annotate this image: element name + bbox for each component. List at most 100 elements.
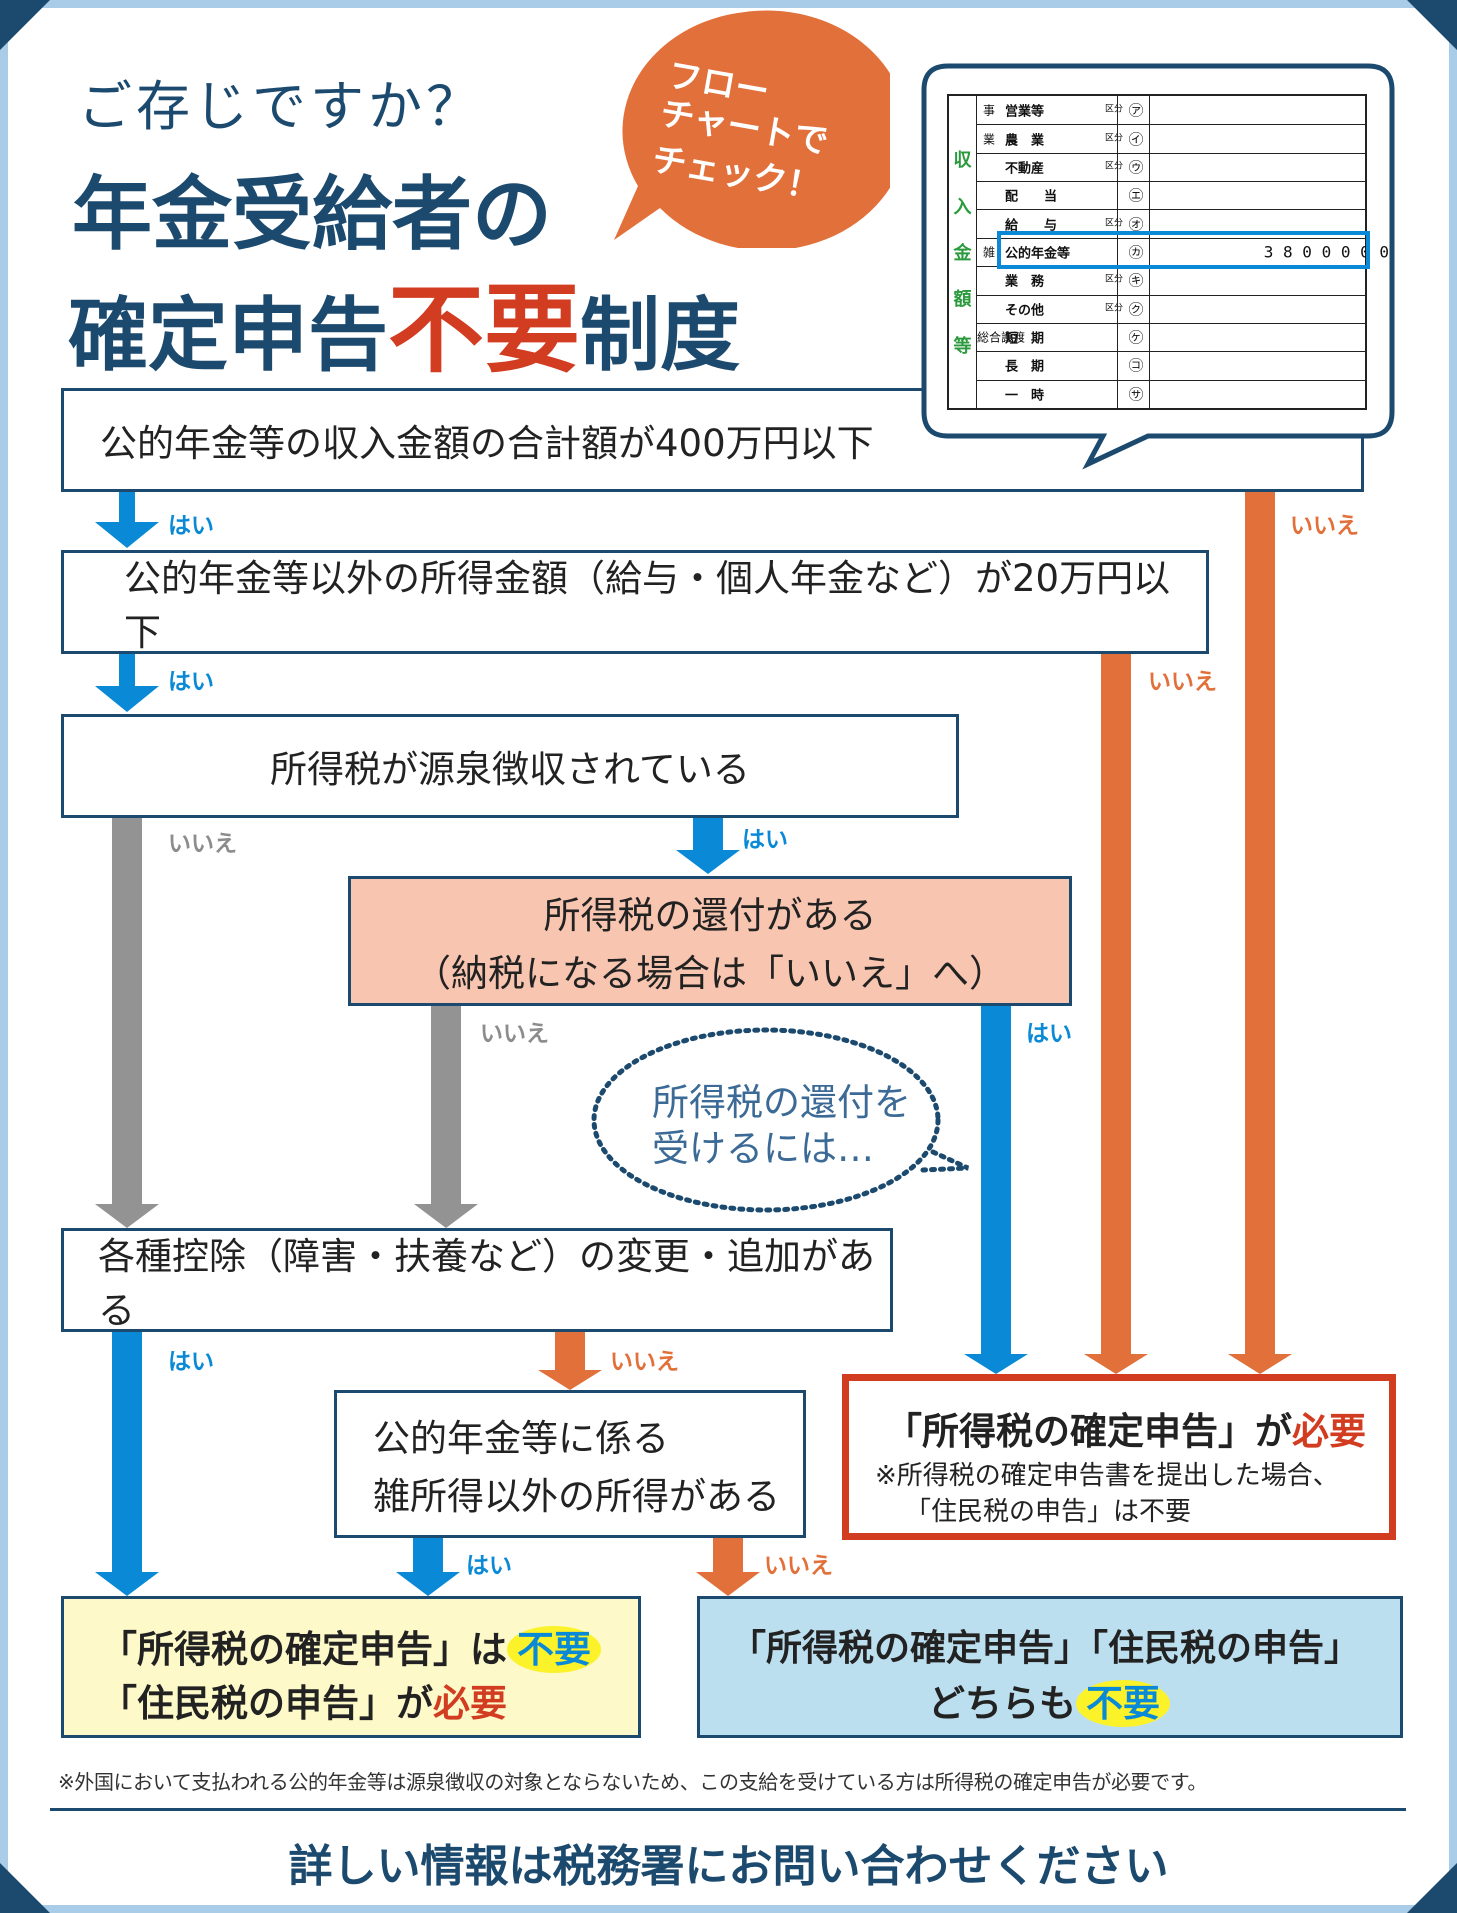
question-1-box: 公的年金等の収入金額の合計額が400万円以下: [61, 388, 1364, 492]
form-row-kubun: 区分: [1105, 133, 1124, 144]
form-row: 一 時㋚: [977, 379, 1365, 409]
corner-top-right: [1407, 0, 1457, 50]
form-row-name: 長 期: [1005, 359, 1045, 375]
title-line2: 確定申告不要制度: [68, 252, 740, 391]
form-row-name: 営業等: [1005, 104, 1045, 120]
form-cell-divider: [1149, 266, 1150, 295]
form-row-kubun: 区分: [1105, 161, 1124, 172]
title-seido: 制度: [580, 289, 740, 382]
form-row-mark: ㋑: [1128, 130, 1144, 149]
label-no-q2: いいえ: [1148, 669, 1217, 695]
label-no-q3: いいえ: [168, 831, 237, 857]
label-no-q6: いいえ: [764, 1553, 833, 1579]
form-cell-divider: [1149, 209, 1150, 238]
label-no-q4: いいえ: [480, 1021, 549, 1047]
form-row: 給 与 区分㋔: [977, 209, 1365, 239]
form-cell-divider: [1117, 209, 1118, 238]
question-6-line2: 雑所得以外の所得がある: [373, 1475, 780, 1518]
form-row-mark: ㋕: [1128, 243, 1144, 262]
form-row: 配 当㋓: [977, 181, 1365, 211]
question-4-line2: （納税になる場合は「いいえ」へ）: [414, 952, 1006, 995]
form-row: 総合譲渡短 期㋘: [977, 322, 1365, 353]
form-row: その他 区分㋗: [977, 294, 1365, 324]
form-cell-divider: [1117, 96, 1118, 125]
result-required-note2: 「住民税の申告」は不要: [905, 1497, 1192, 1527]
arrow-q6-yes: [396, 1538, 460, 1596]
form-row-category: 雑: [982, 245, 995, 260]
form-cell-divider: [1117, 152, 1118, 182]
result-1-line2: 「住民税の申告」が必要: [100, 1682, 507, 1725]
label-yes-q4: はい: [1026, 1021, 1072, 1047]
result-1-line1: 「所得税の確定申告」は不要: [100, 1619, 601, 1673]
result-resident-tax-box: 「所得税の確定申告」は不要 「住民税の申告」が必要: [61, 1596, 641, 1738]
corner-bottom-right: [1407, 1863, 1457, 1913]
form-row-mark: ㋔: [1128, 215, 1144, 234]
result-required-note1: ※所得税の確定申告書を提出した場合、: [875, 1461, 1339, 1491]
form-row: 業農 業区分㋑: [977, 124, 1365, 154]
form-row-mark: ㋗: [1128, 300, 1144, 319]
form-row: 不動産区分㋒: [977, 152, 1365, 183]
form-row: 事営業等区分㋐: [977, 96, 1365, 126]
form-row: 業 務 区分㋖: [977, 266, 1365, 296]
label-yes-q1: はい: [168, 513, 214, 539]
pension-row-highlight: [997, 231, 1370, 269]
arrow-q3-no: [95, 818, 159, 1228]
form-row-name: 給 与: [1005, 218, 1058, 234]
fuyou-highlight-2: 不要: [1076, 1680, 1170, 1727]
form-cell-divider: [1149, 181, 1150, 210]
question-1-text: 公的年金等の収入金額の合計額が400万円以下: [100, 422, 874, 465]
question-6-line1: 公的年金等に係る: [373, 1417, 669, 1460]
question-4-box: 所得税の還付がある （納税になる場合は「いいえ」へ）: [348, 876, 1072, 1006]
form-row-kubun: 区分: [1105, 218, 1124, 229]
result-both-unnecessary-box: 「所得税の確定申告」「住民税の申告」 どちらも不要: [697, 1596, 1403, 1738]
arrow-q4-no: [414, 1006, 478, 1228]
form-cell-divider: [1117, 266, 1118, 295]
arrow-q2-yes: [95, 654, 159, 712]
arrow-q1-yes: [95, 492, 159, 548]
form-row-category: 事: [982, 103, 995, 118]
form-row-kubun: 区分: [1105, 274, 1124, 285]
arrow-q6-no: [696, 1538, 760, 1596]
form-row-mark: ㋖: [1128, 271, 1144, 290]
form-row-category: 業: [982, 132, 995, 147]
form-row-mark: ㋚: [1128, 385, 1144, 404]
footer-note: ※外国において支払われる公的年金等は源泉徴収の対象とならないため、この支給を受け…: [58, 1770, 1207, 1794]
question-5-box: 各種控除（障害・扶養など）の変更・追加がある: [61, 1228, 893, 1332]
form-row-name: その他: [1005, 303, 1045, 319]
title-kakutei: 確定申告: [68, 289, 388, 382]
result-2-line1: 「所得税の確定申告」「住民税の申告」: [730, 1628, 1361, 1669]
tax-form: 収 入 金 額 等 事営業等区分㋐業農 業区分㋑不動産区分㋒配 当㋓給 与区分㋔…: [947, 94, 1389, 410]
arrow-q5-no: [538, 1332, 602, 1390]
thought-line1: 所得税の還付を: [652, 1081, 911, 1124]
label-yes-q6: はい: [466, 1553, 512, 1579]
form-cell-divider: [1149, 124, 1150, 153]
arrow-q5-yes: [95, 1332, 159, 1596]
form-row-name: 業 務: [1005, 274, 1045, 290]
label-no-q5: いいえ: [610, 1349, 679, 1375]
form-cell-divider: [1149, 379, 1150, 408]
arrow-q1-no: [1228, 492, 1292, 1374]
subtitle: ご存じですか？: [78, 75, 484, 138]
form-cell-divider: [1117, 322, 1118, 352]
form-row-kubun: 区分: [1105, 104, 1124, 115]
thought-bubble: [591, 1027, 970, 1213]
label-no-q1: いいえ: [1290, 513, 1359, 539]
form-cell-divider: [1149, 294, 1150, 323]
form-row-mark: ㋓: [1128, 186, 1144, 205]
title-line1: 年金受給者の: [72, 168, 552, 261]
flowchart-bubble: [614, 10, 890, 248]
form-cell-divider: [1117, 351, 1118, 380]
question-5-text: 各種控除（障害・扶養など）の変更・追加がある: [98, 1235, 875, 1332]
form-row-kubun: 区分: [1105, 303, 1124, 314]
arrow-q3-yes: [676, 818, 740, 874]
question-2-text: 公的年金等以外の所得金額（給与・個人年金など）が20万円以下: [124, 557, 1171, 654]
form-cell-divider: [1149, 152, 1150, 182]
fuyou-highlight: 不要: [507, 1626, 601, 1673]
label-yes-q2: はい: [168, 669, 214, 695]
result-required-box: 「所得税の確定申告」が必要 ※所得税の確定申告書を提出した場合、 「住民税の申告…: [842, 1374, 1396, 1540]
form-row-mark: ㋙: [1128, 356, 1144, 375]
form-cell-divider: [1149, 322, 1150, 352]
question-6-box: 公的年金等に係る 雑所得以外の所得がある: [334, 1390, 806, 1538]
